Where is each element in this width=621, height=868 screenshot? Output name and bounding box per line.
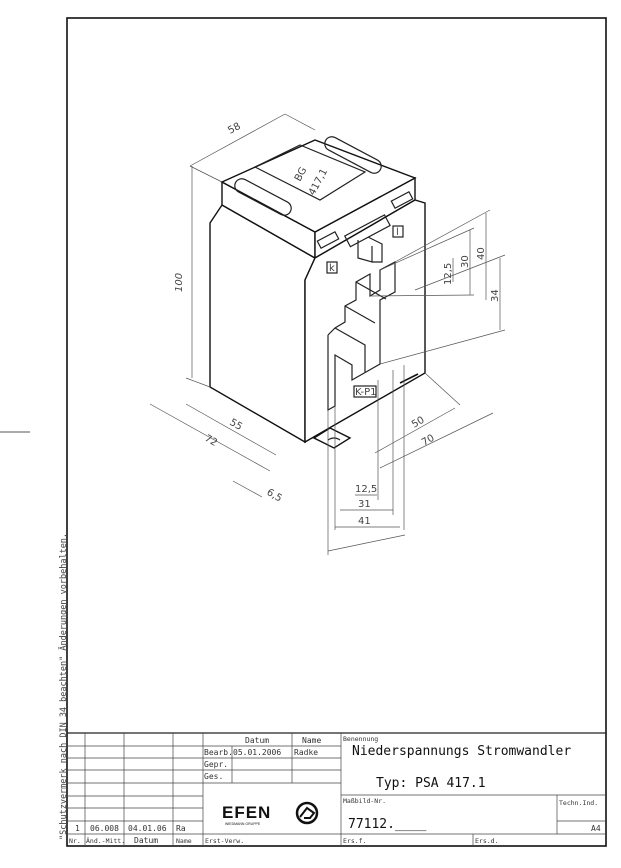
dim-58: 58 bbox=[226, 121, 242, 137]
ext-line bbox=[284, 113, 316, 131]
title-block: Datum Name Bearb. 05.01.2006 Radke Gepr.… bbox=[67, 732, 606, 846]
dim-line-50 bbox=[374, 407, 456, 454]
rev-nr: 1 bbox=[75, 824, 80, 833]
drawing-title: Niederspannungs Stromwandler bbox=[352, 744, 571, 759]
terminal-l-box bbox=[392, 225, 404, 238]
dim-line-55 bbox=[185, 403, 277, 456]
footer-erst: Erst-Verw. bbox=[205, 837, 244, 845]
terminal-k-label: k bbox=[329, 263, 335, 274]
dim-41: 41 bbox=[358, 516, 371, 527]
ext-line bbox=[414, 254, 506, 291]
header-name: Name bbox=[302, 736, 321, 745]
terminal-kp1-label: K-P1 bbox=[355, 387, 377, 398]
logo-subtext: WIEDMANN GRUPPE bbox=[225, 822, 261, 826]
dim-70: 70 bbox=[420, 433, 437, 449]
secondary-terminal bbox=[357, 240, 373, 263]
cap-clip bbox=[343, 214, 391, 248]
rev-name: Ra bbox=[176, 824, 186, 833]
ext-line bbox=[189, 165, 223, 183]
bearb-name: Radke bbox=[294, 748, 318, 757]
techn-ind-label: Techn.Ind. bbox=[559, 799, 598, 807]
header-datum: Datum bbox=[245, 736, 269, 745]
ext-line bbox=[379, 329, 506, 365]
massbild-number: 77112.____ bbox=[348, 817, 426, 832]
grip-marks bbox=[399, 373, 419, 384]
ext-line bbox=[379, 227, 475, 271]
format: A4 bbox=[591, 824, 601, 833]
footer-nr: Nr. bbox=[69, 837, 81, 845]
dim-31: 31 bbox=[358, 499, 371, 510]
footer-ers-f: Ers.f. bbox=[343, 837, 366, 845]
ext-line bbox=[327, 534, 406, 552]
cap-slot-right bbox=[390, 190, 414, 210]
dim-40: 40 bbox=[476, 247, 487, 260]
dim-34: 34 bbox=[490, 289, 501, 302]
terminal-kp1-box bbox=[353, 385, 377, 398]
title-block-grid bbox=[67, 733, 606, 846]
efen-logo: EFEN WIEDMANN GRUPPE bbox=[222, 801, 319, 826]
ext-line bbox=[185, 377, 211, 388]
dim-line-72 bbox=[149, 403, 271, 472]
ext-line bbox=[424, 372, 461, 406]
ges-label: Ges. bbox=[204, 772, 223, 781]
rev-datum: 04.01.06 bbox=[128, 824, 167, 833]
massbild-label: Maßbild-Nr. bbox=[343, 797, 386, 805]
dim-12-5-h: 12,5 bbox=[443, 263, 454, 285]
footer-aend: Änd.-Mitt. bbox=[86, 836, 125, 845]
logo-emblem-mark bbox=[299, 806, 316, 819]
bearb-label: Bearb. bbox=[204, 748, 233, 757]
terminal-l-label: l bbox=[396, 227, 399, 238]
window-step-1 bbox=[334, 327, 366, 372]
dim-30: 30 bbox=[460, 255, 471, 268]
ext-line bbox=[369, 294, 475, 297]
primary-window bbox=[327, 261, 396, 412]
drawing-frame bbox=[66, 17, 607, 847]
dim-50: 50 bbox=[410, 415, 427, 431]
foot-slot bbox=[327, 437, 341, 441]
footer-name: Name bbox=[176, 837, 192, 845]
dim-72: 72 bbox=[203, 433, 220, 449]
bearb-date: 05.01.2006 bbox=[233, 748, 281, 757]
terminal-k-box bbox=[326, 261, 338, 274]
copyright-note: "Schutzvermerk nach DIN 34 beachten" Änd… bbox=[58, 533, 69, 840]
logo-emblem-icon bbox=[295, 801, 319, 825]
dim-55: 55 bbox=[228, 417, 245, 433]
footer-ers-d: Ers.d. bbox=[475, 837, 498, 845]
drawing-type: Typ: PSA 417.1 bbox=[376, 776, 486, 791]
top-slot-left bbox=[234, 178, 292, 216]
dim-12-5-w: 12,5 bbox=[355, 484, 377, 495]
benennung-label: Benennung bbox=[343, 735, 378, 743]
top-slot-right bbox=[324, 136, 382, 174]
dim-6-5: 6,5 bbox=[265, 487, 284, 504]
dim-100: 100 bbox=[174, 273, 185, 292]
gepr-label: Gepr. bbox=[204, 760, 228, 769]
label-plate bbox=[253, 144, 367, 201]
ext-line bbox=[394, 209, 491, 263]
dim-line-70 bbox=[379, 412, 494, 469]
window-step-2 bbox=[344, 305, 376, 324]
transformer-body: BG 417,1 k l K-P1 bbox=[209, 136, 426, 449]
dim-line-6-5 bbox=[232, 480, 263, 498]
footer-datum: Datum bbox=[134, 836, 158, 845]
dimensions: 58 100 55 72 6,5 50 70 12,5 31 41 12,5 3… bbox=[149, 113, 506, 555]
rev-aend: 06.008 bbox=[90, 824, 119, 833]
secondary-terminal-side bbox=[367, 236, 383, 263]
cap-slot-left bbox=[316, 230, 340, 250]
logo-text: EFEN bbox=[222, 803, 271, 822]
dim-line-58 bbox=[189, 113, 286, 167]
